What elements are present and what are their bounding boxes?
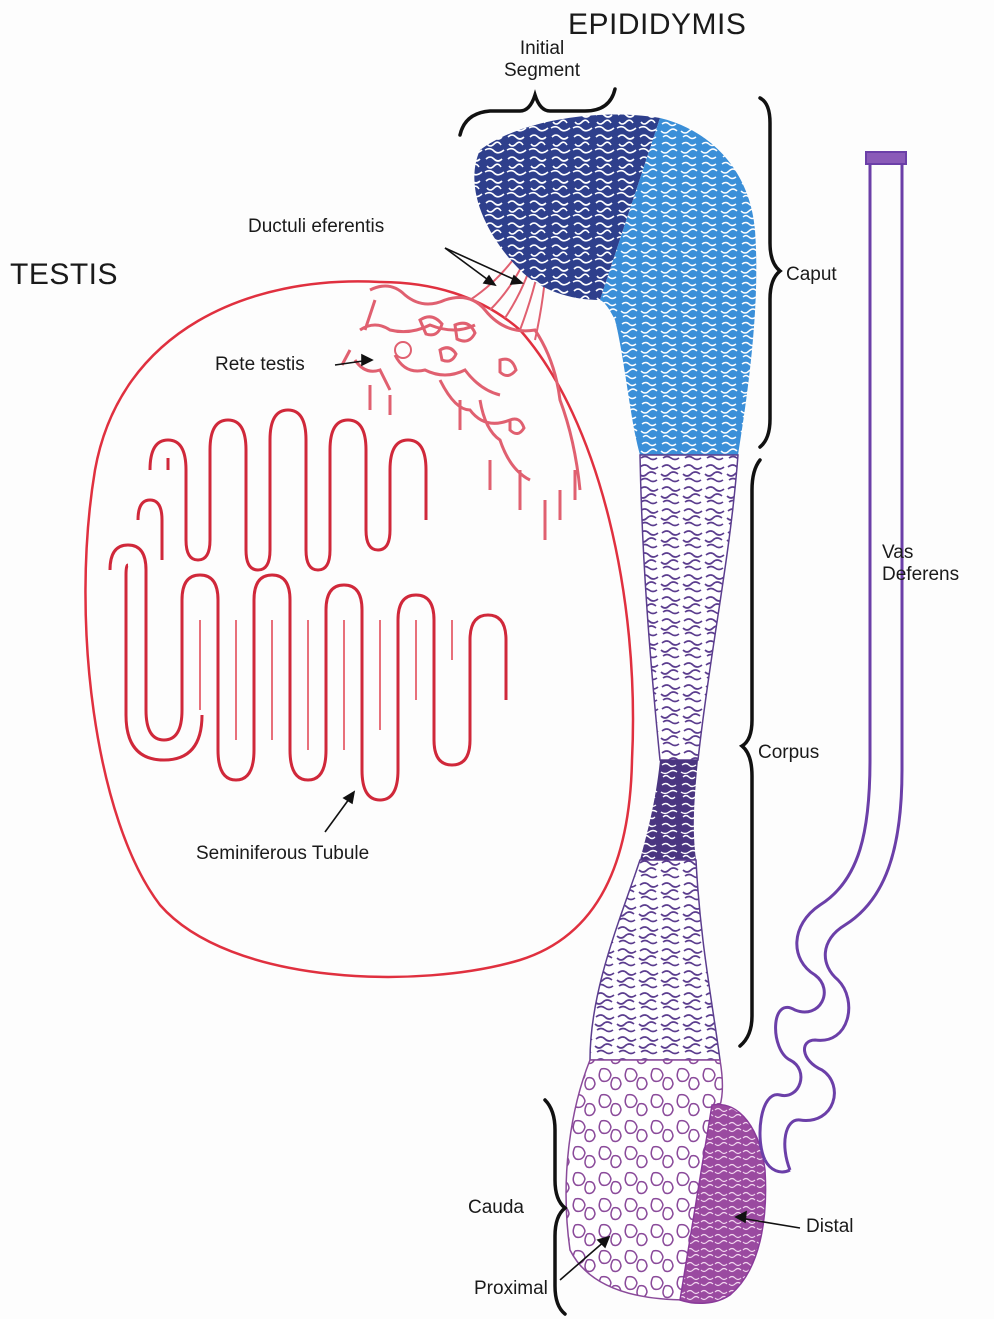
vas-deferens bbox=[760, 152, 906, 1172]
epididymis-title: EPIDIDYMIS bbox=[568, 8, 746, 42]
caput-label: Caput bbox=[786, 264, 837, 286]
initial-segment-label: Initial Segment bbox=[472, 38, 612, 82]
corpus-mid bbox=[640, 760, 698, 860]
corpus-upper bbox=[640, 455, 738, 760]
testis-capsule bbox=[85, 281, 633, 977]
cauda-label: Cauda bbox=[468, 1197, 524, 1219]
caput-bracket bbox=[760, 98, 780, 447]
seminiferous-tubule bbox=[110, 410, 506, 800]
seminiferous-label: Seminiferous Tubule bbox=[196, 843, 369, 865]
corpus-lower bbox=[590, 860, 720, 1060]
distal-label: Distal bbox=[806, 1216, 854, 1238]
cauda-bracket bbox=[545, 1100, 565, 1314]
ductuli-label: Ductuli eferentis bbox=[248, 216, 384, 238]
vas-deferens-label: Vas Deferens bbox=[882, 542, 959, 586]
rete-testis bbox=[342, 286, 580, 540]
testis-title: TESTIS bbox=[10, 258, 118, 292]
corpus-label: Corpus bbox=[758, 742, 819, 764]
rete-testis-label: Rete testis bbox=[215, 354, 305, 376]
corpus-bracket bbox=[740, 460, 760, 1046]
proximal-label: Proximal bbox=[474, 1278, 548, 1300]
